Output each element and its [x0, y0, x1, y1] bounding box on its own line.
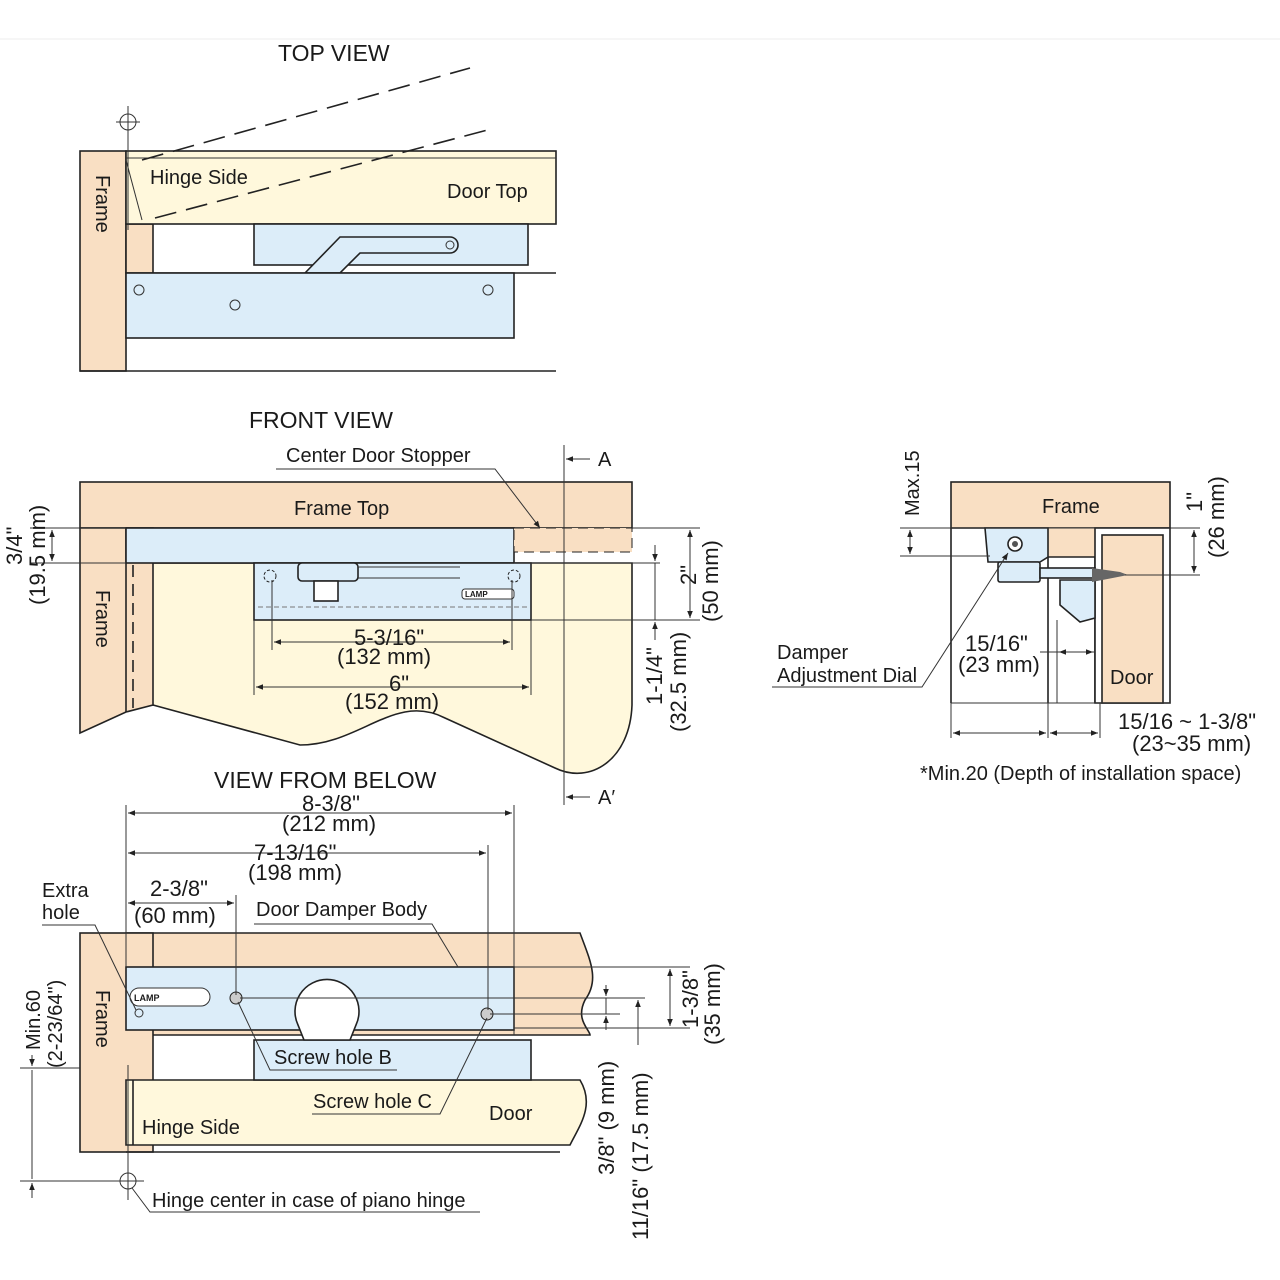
min60-label: Min.60	[23, 990, 45, 1050]
dim-5-3-16-in: 5-3/16"	[354, 625, 424, 650]
crosshair-icon	[116, 106, 140, 230]
range-in: 15/16 ~ 1-3/8"	[1118, 709, 1256, 734]
dim-8-3-8-mm: (212 mm)	[282, 811, 376, 836]
min60-in-label: (2-23/64")	[45, 980, 67, 1068]
screw-hole-icon	[133, 284, 145, 296]
dim-2-3-8-in: 2-3/8"	[150, 876, 208, 901]
frame-top-label: Frame Top	[294, 498, 389, 520]
front-view-title: FRONT VIEW	[249, 407, 393, 433]
brand-logo: LAMP	[465, 590, 488, 599]
door	[125, 1079, 588, 1146]
dim-1-3-8-mm: (35 mm)	[700, 963, 725, 1045]
front-view: FRONT VIEW LAMP Frame Top Frame Center D…	[2, 407, 723, 809]
damper-arm-roller	[294, 978, 360, 1041]
door-label: Door	[1110, 667, 1154, 689]
dim-2-3-8-mm: (60 mm)	[134, 903, 216, 928]
dim-7-13-16-in: 7-13/16"	[254, 840, 336, 865]
dim-1-1-4-mm: (32.5 mm)	[666, 632, 691, 732]
extra-hole-icon	[134, 1008, 144, 1018]
brand-logo: LAMP	[134, 993, 160, 1003]
min20-note: *Min.20 (Depth of installation space)	[920, 763, 1241, 785]
extra-hole-label-2: hole	[42, 902, 80, 924]
door-open-line	[141, 67, 471, 161]
extra-hole-label: Extra	[42, 880, 90, 902]
frame	[950, 481, 1171, 529]
door-top-label: Door Top	[447, 181, 528, 203]
frame-label: Frame	[91, 175, 113, 233]
frame-edge	[125, 223, 154, 274]
top-view-title: TOP VIEW	[278, 40, 390, 66]
dim-8-3-8-in: 8-3/8"	[302, 791, 360, 816]
door-stopper-plate	[253, 1039, 532, 1081]
damper-plate	[125, 527, 515, 564]
frame-label: Frame	[91, 590, 113, 648]
hinge-side-label: Hinge Side	[142, 1117, 240, 1139]
range-mm: (23~35 mm)	[1132, 731, 1251, 756]
screw-icon	[1092, 568, 1128, 582]
hinge-center-label: Hinge center in case of piano hinge	[152, 1190, 466, 1212]
section-a-prime-label: A′	[598, 787, 615, 809]
screw-icon	[507, 569, 521, 583]
dim-1-1-4-in: 1-1/4"	[642, 647, 667, 705]
dim-11-16: 11/16" (17.5 mm)	[628, 1072, 653, 1240]
door-label: Door	[489, 1103, 533, 1125]
below-view-title: VIEW FROM BELOW	[214, 767, 437, 793]
screw-hole-b-label: Screw hole B	[274, 1047, 392, 1069]
dim-2-in: 2"	[676, 565, 701, 585]
frame-label: Frame	[91, 990, 113, 1048]
door	[1101, 534, 1164, 704]
center-door-stopper	[513, 527, 633, 553]
screw-hole-c-label: Screw hole C	[313, 1091, 432, 1113]
screw-hole-icon	[482, 284, 494, 296]
damper-dial-label: Damper	[777, 642, 848, 664]
dim-1-mm: (26 mm)	[1204, 476, 1229, 558]
center-door-stopper-label: Center Door Stopper	[286, 445, 471, 467]
dim-6-mm: (152 mm)	[345, 689, 439, 714]
damper-arm	[303, 236, 459, 274]
view-from-below: VIEW FROM BELOW LAMP 8-3/8" (212 mm) 7-1…	[20, 767, 725, 1240]
dim-7-13-16-mm: (198 mm)	[248, 860, 342, 885]
dim-3-4-mm: (19.5 mm)	[25, 505, 50, 605]
dim-2-mm: (50 mm)	[698, 540, 723, 622]
dim-5-3-16-mm: (132 mm)	[337, 644, 431, 669]
side-section-view: Max.15 Frame 1" (26 mm) Damper Adjustmen…	[772, 450, 1256, 785]
top-view: TOP VIEW Frame Hinge Side Door Top	[79, 40, 557, 372]
frame-top	[79, 481, 633, 529]
dim-1-in: 1"	[1182, 492, 1207, 512]
damper-plate	[125, 272, 515, 339]
dim-15-16-mm: (23 mm)	[958, 652, 1040, 677]
door-damper-body-label: Door Damper Body	[256, 899, 427, 921]
section-a-label: A	[598, 449, 612, 471]
door-bracket	[1059, 579, 1096, 623]
dim-15-16-in: 15/16"	[965, 631, 1028, 656]
dim-3-8: 3/8" (9 mm)	[594, 1061, 619, 1175]
dim-6-in: 6"	[389, 671, 409, 696]
dim-3-4-in: 3/4"	[2, 527, 27, 565]
screw-icon	[263, 569, 277, 583]
dim-1-3-8-in: 1-3/8"	[678, 970, 703, 1028]
max15-label: Max.15	[902, 450, 924, 516]
frame-label: Frame	[1042, 496, 1100, 518]
screw-hole-icon	[229, 299, 241, 311]
door-top	[125, 150, 557, 225]
hinge-side-label: Hinge Side	[150, 167, 248, 189]
damper-dial-label-2: Adjustment Dial	[777, 665, 917, 687]
